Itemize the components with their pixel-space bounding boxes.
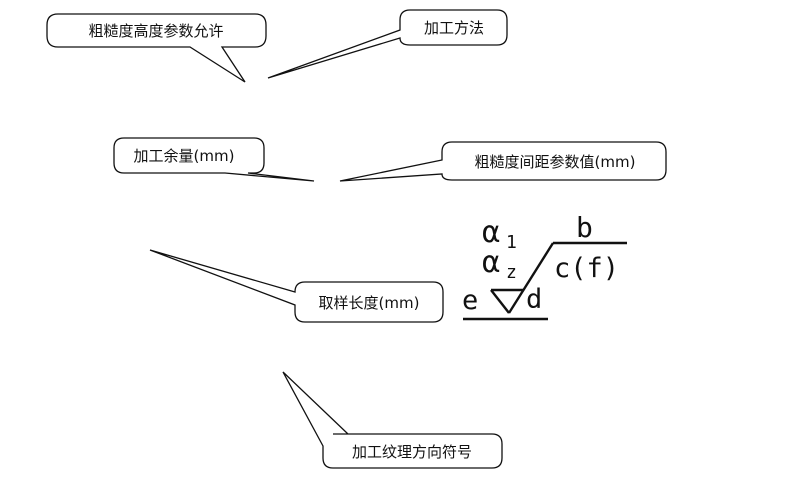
callout-bubble bbox=[113, 137, 315, 182]
callout-bubble bbox=[149, 249, 444, 323]
callout-bubble bbox=[267, 9, 508, 79]
callout-label: 粗糙度高度参数允许 bbox=[88, 22, 223, 40]
symbol-e: e bbox=[462, 285, 478, 316]
callout-machining-method: 加工方法 bbox=[267, 9, 508, 79]
symbol-short-leg bbox=[490, 289, 510, 314]
symbol-a2-subscript: z bbox=[506, 262, 517, 283]
callout-sampling-length: 取样长度(mm) bbox=[149, 249, 444, 323]
callout-bubble bbox=[46, 13, 267, 83]
callout-machining-allowance: 加工余量(mm) bbox=[113, 137, 315, 182]
symbol-d: d bbox=[526, 284, 542, 315]
callout-label: 加工方法 bbox=[424, 19, 484, 37]
callout-label: 加工余量(mm) bbox=[134, 147, 235, 165]
callout-bubble bbox=[339, 141, 667, 182]
symbol-long-leg bbox=[507, 242, 555, 314]
callout-label: 粗糙度间距参数值(mm) bbox=[475, 153, 636, 171]
symbol-a1-subscript: 1 bbox=[506, 232, 517, 253]
callout-roughness-height-allowance: 粗糙度高度参数允许 bbox=[46, 13, 267, 83]
roughness-symbol: α 1 α z b c(f) d e bbox=[462, 211, 627, 321]
callout-label: 取样长度(mm) bbox=[319, 294, 420, 312]
symbol-a2: α bbox=[482, 245, 500, 280]
symbol-b: b bbox=[576, 211, 593, 244]
symbol-cf: c(f) bbox=[554, 253, 619, 284]
callout-roughness-spacing-value: 粗糙度间距参数值(mm) bbox=[339, 141, 667, 182]
callout-bubble bbox=[282, 371, 503, 469]
callout-label: 加工纹理方向符号 bbox=[352, 443, 472, 461]
symbol-a1: α bbox=[482, 215, 500, 250]
callout-lay-direction-symbol: 加工纹理方向符号 bbox=[282, 371, 503, 469]
